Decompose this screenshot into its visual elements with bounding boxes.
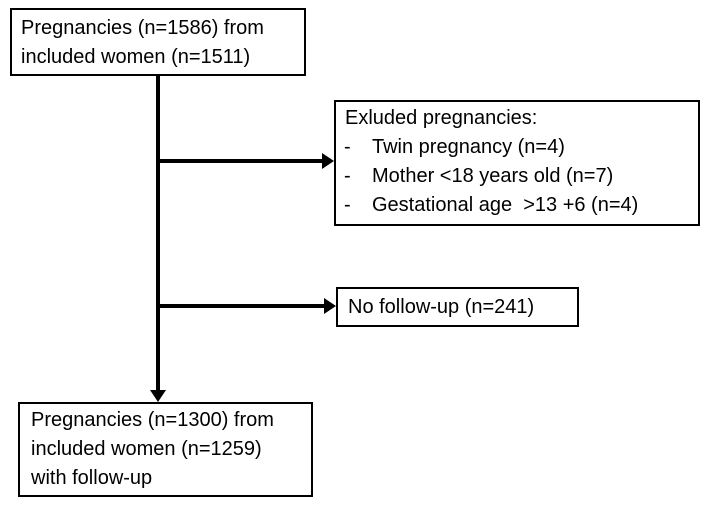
vertical-arrow-line — [156, 75, 160, 390]
top-box-line-1: Pregnancies (n=1586) from — [21, 17, 264, 39]
top-pregnancies-box: Pregnancies (n=1586) from included women… — [10, 8, 306, 76]
bottom-box-line-1: Pregnancies (n=1300) from — [31, 409, 274, 431]
bullet-dash: - — [344, 194, 351, 216]
excluded-item-text: Gestational age >13 +6 (n=4) — [372, 194, 639, 216]
no-followup-text: No follow-up (n=241) — [348, 295, 535, 318]
exclusion-arrow-line — [156, 159, 322, 163]
bullet-dash: - — [344, 136, 351, 158]
no-followup-right-arrowhead-icon — [324, 298, 336, 314]
bullet-dash: - — [344, 165, 351, 187]
no-followup-box: No follow-up (n=241) — [336, 287, 579, 327]
excluded-pregnancies-box: Exluded pregnancies: - Twin pregnancy (n… — [334, 100, 700, 226]
no-followup-arrow-line — [156, 304, 324, 308]
excluded-item-text: Twin pregnancy (n=4) — [372, 136, 565, 158]
excluded-item-mother-age: - Mother <18 years old (n=7) — [336, 162, 694, 191]
top-box-line-2: included women (n=1511) — [21, 46, 251, 68]
excluded-item-gestational-age: - Gestational age >13 +6 (n=4) — [336, 191, 694, 220]
bottom-box-line-3: with follow-up — [31, 467, 153, 489]
excluded-box-title: Exluded pregnancies: — [345, 107, 538, 129]
excluded-item-text: Mother <18 years old (n=7) — [372, 165, 614, 187]
bottom-pregnancies-box: Pregnancies (n=1300) from included women… — [18, 402, 313, 497]
exclusion-right-arrowhead-icon — [322, 153, 334, 169]
bottom-box-line-2: included women (n=1259) — [31, 438, 262, 460]
excluded-item-twin: - Twin pregnancy (n=4) — [336, 133, 694, 162]
down-arrowhead-icon — [150, 390, 166, 402]
